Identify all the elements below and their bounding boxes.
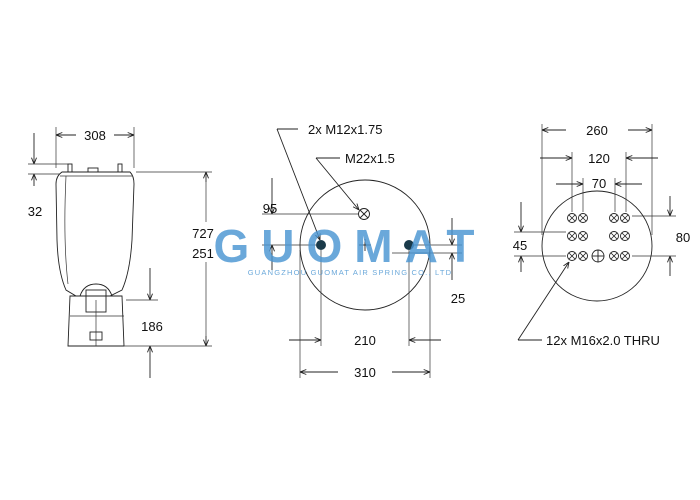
overall-height-value: 727	[192, 226, 214, 241]
threaded-hole-8	[620, 231, 630, 241]
threaded-hole-4	[620, 213, 630, 223]
threaded-hole-2	[578, 213, 588, 223]
fitting-offset-value: 95	[263, 201, 277, 216]
stud-thread-label: 2x M12x1.75	[308, 122, 382, 137]
threaded-hole-mark	[568, 232, 576, 240]
top-plate-view: 2x M12x1.75 M22x1.5 95 25 210 310	[262, 122, 465, 380]
threaded-hole-6	[578, 231, 588, 241]
threaded-hole-mark	[579, 252, 587, 260]
threaded-hole-12	[620, 251, 630, 261]
air-fitting-label: M22x1.5	[345, 151, 395, 166]
bottom-thread-label: 12x M16x2.0 THRU	[546, 333, 660, 348]
bottom-diameter-value: 260	[586, 123, 608, 138]
threaded-hole-1	[567, 213, 577, 223]
bellows-body	[55, 171, 135, 297]
bolt-hole-pattern	[567, 213, 630, 261]
threaded-hole-mark	[610, 232, 618, 240]
bottom-plate-outline	[541, 190, 653, 302]
bolt-spacing-value: 210	[354, 333, 376, 348]
piston-height-value: 186	[141, 319, 163, 334]
plate-diameter-value: 310	[354, 365, 376, 380]
threaded-hole-mark	[621, 232, 629, 240]
threaded-hole-mark	[579, 232, 587, 240]
watermark: GUOMAT GUANGZHOU GUOMAT AIR SPRING CO., …	[213, 220, 486, 277]
side-width-value: 308	[84, 128, 106, 143]
watermark-brand: GUOMAT	[213, 220, 486, 272]
threaded-hole-3	[609, 213, 619, 223]
stud-hole-right	[404, 240, 414, 250]
air-fitting	[358, 208, 370, 220]
threaded-hole-7	[609, 231, 619, 241]
threaded-hole-11	[609, 251, 619, 261]
threaded-hole-10	[578, 251, 588, 261]
outer-spacing-value: 120	[588, 151, 610, 166]
threaded-hole-mark	[579, 214, 587, 222]
compressed-height-value: 251	[192, 246, 214, 261]
threaded-hole-mark	[568, 214, 576, 222]
vertical-80-value: 80	[676, 230, 690, 245]
threaded-hole-mark	[621, 214, 629, 222]
threaded-hole-5	[567, 231, 577, 241]
threaded-hole-9	[567, 251, 577, 261]
watermark-company: GUANGZHOU GUOMAT AIR SPRING CO., LTD	[248, 268, 452, 277]
side-view: 308 32 727 251 186	[28, 127, 214, 378]
hole-offset-value: 25	[451, 291, 465, 306]
threaded-hole-mark	[610, 252, 618, 260]
inner-spacing-value: 70	[592, 176, 606, 191]
vertical-45-value: 45	[513, 238, 527, 253]
threaded-hole-mark	[610, 214, 618, 222]
bead-height-value: 32	[28, 204, 42, 219]
bottom-plate-view: 260 120 70 45 80 12x M16x2.0 THRU	[513, 123, 690, 348]
threaded-hole-mark	[621, 252, 629, 260]
threaded-hole-mark	[568, 252, 576, 260]
stud-hole-left	[316, 240, 326, 250]
